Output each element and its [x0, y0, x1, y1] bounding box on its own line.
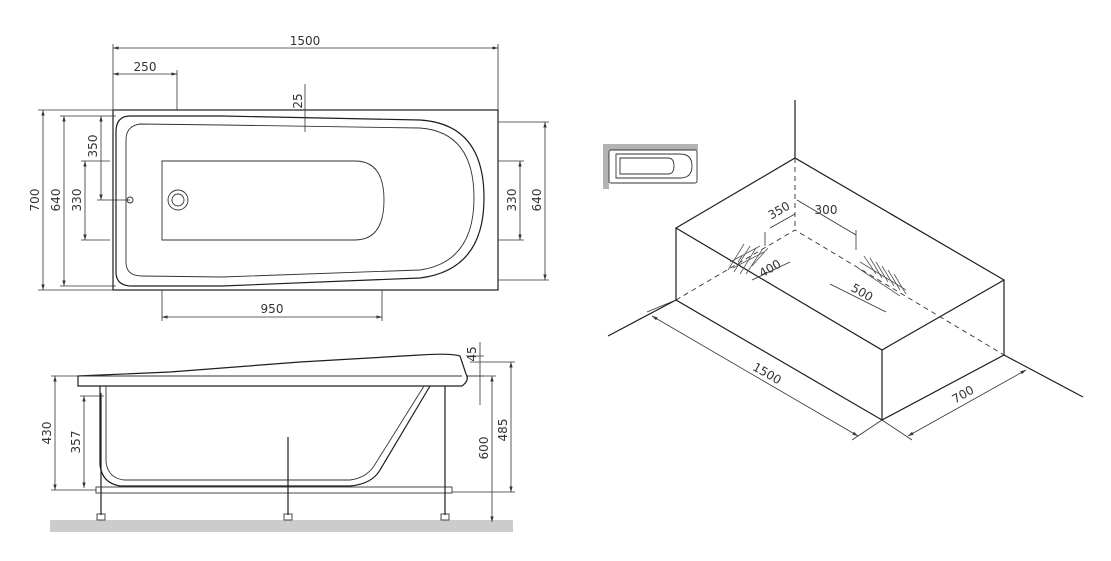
dim-600: 600	[477, 437, 491, 460]
drain-icon	[167, 189, 189, 211]
hatch-zone-left	[727, 243, 769, 275]
dim-45: 45	[465, 346, 479, 361]
dim-330-right: 330	[505, 189, 519, 212]
dim-iso-700: 700	[950, 383, 977, 407]
floor-line-left	[607, 299, 677, 337]
iso-view: 350 300 400 500 1500 700	[607, 100, 1084, 441]
box-top	[674, 157, 1006, 351]
tub-body-side	[99, 385, 431, 487]
dim-640-right: 640	[530, 189, 544, 212]
box-hidden-edges	[675, 229, 1005, 356]
dim-250: 250	[134, 60, 157, 74]
base-frame	[95, 486, 453, 494]
dim-640-left: 640	[49, 189, 63, 212]
tub-floor	[161, 160, 385, 241]
inset-wall-corner	[603, 144, 698, 189]
dim-430: 430	[40, 422, 54, 445]
hatch-zone-right	[857, 255, 907, 297]
installation-inset	[603, 144, 698, 189]
box-front-left	[675, 228, 883, 422]
tub-bowl-outer	[115, 115, 485, 287]
dim-350: 350	[86, 135, 100, 158]
dim-iso-300: 300	[815, 203, 838, 217]
tub-outline-top	[112, 109, 499, 291]
dim-iso-500: 500	[849, 281, 876, 305]
tub-rim-side	[77, 353, 468, 387]
box-front-right	[881, 280, 1005, 421]
dim-700: 700	[28, 189, 42, 212]
dim-950: 950	[261, 302, 284, 316]
drain-inner	[171, 193, 185, 207]
dim-330-left: 330	[70, 189, 84, 212]
floor	[50, 520, 513, 532]
floor-line-right	[1003, 354, 1084, 398]
top-view: 1500 250 25 700 640 350 330 330	[28, 34, 549, 321]
dim-1500: 1500	[290, 34, 321, 48]
dim-iso-400: 400	[757, 257, 784, 281]
dim-iso-350: 350	[766, 199, 793, 223]
dim-25: 25	[291, 93, 305, 108]
side-view: 430 357 45 600 485	[40, 342, 515, 532]
tub-bowl-inner	[125, 123, 475, 278]
dim-485: 485	[496, 419, 510, 442]
dim-357: 357	[69, 431, 83, 454]
